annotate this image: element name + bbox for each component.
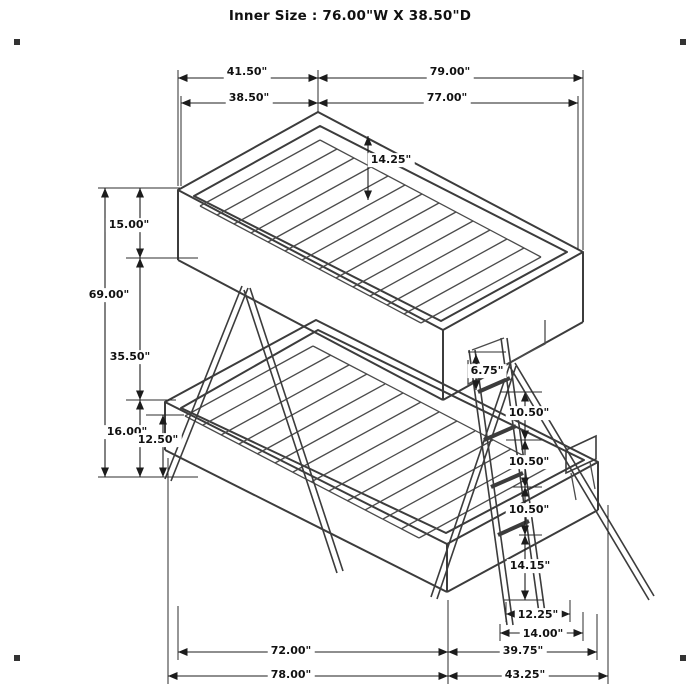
dim-top-rail-inner-height: 14.25" bbox=[367, 153, 415, 167]
witness-lines bbox=[98, 70, 609, 684]
ladder bbox=[468, 337, 546, 626]
dim-lower-rail-height: 12.50" bbox=[134, 433, 182, 447]
dim-top-rail-height: 15.00" bbox=[105, 218, 153, 232]
dim-ladder-bottom-step: 14.15" bbox=[506, 559, 554, 573]
corner-mark-bottom-left bbox=[14, 655, 20, 661]
bottom-bunk-slats bbox=[184, 345, 548, 539]
dim-overall-height: 69.00" bbox=[85, 288, 133, 302]
dim-top-inner-length: 77.00" bbox=[423, 91, 471, 105]
dim-lower-inner-length: 72.00" bbox=[267, 644, 315, 658]
dim-ladder-top-offset: 6.75" bbox=[467, 364, 507, 378]
dim-top-outer-length: 79.00" bbox=[426, 65, 474, 79]
dim-bunk-clearance: 35.50" bbox=[106, 350, 154, 364]
dim-ladder-step-2: 10.50" bbox=[505, 455, 553, 469]
dim-ladder-foot-outer: 14.00" bbox=[519, 627, 567, 641]
top-bunk-slats bbox=[199, 139, 542, 324]
dim-lower-outer-depth: 43.25" bbox=[501, 668, 549, 682]
dim-ladder-step-3: 10.50" bbox=[505, 503, 553, 517]
dim-top-outer-depth: 41.50" bbox=[223, 65, 271, 79]
corner-mark-bottom-right bbox=[680, 655, 686, 661]
page-title: Inner Size : 76.00"W X 38.50"D bbox=[228, 8, 472, 24]
dim-top-inner-depth: 38.50" bbox=[225, 91, 273, 105]
dim-lower-outer-length: 78.00" bbox=[267, 668, 315, 682]
side-bracket bbox=[565, 434, 597, 501]
corner-mark-top-left bbox=[14, 39, 20, 45]
dim-ladder-step-1: 10.50" bbox=[505, 406, 553, 420]
dim-ladder-foot-depth: 12.25" bbox=[514, 608, 562, 622]
dim-lower-inner-depth: 39.75" bbox=[499, 644, 547, 658]
top-bunk-frame bbox=[177, 111, 584, 401]
dimension-lines bbox=[101, 74, 608, 680]
corner-mark-top-right bbox=[680, 39, 686, 45]
